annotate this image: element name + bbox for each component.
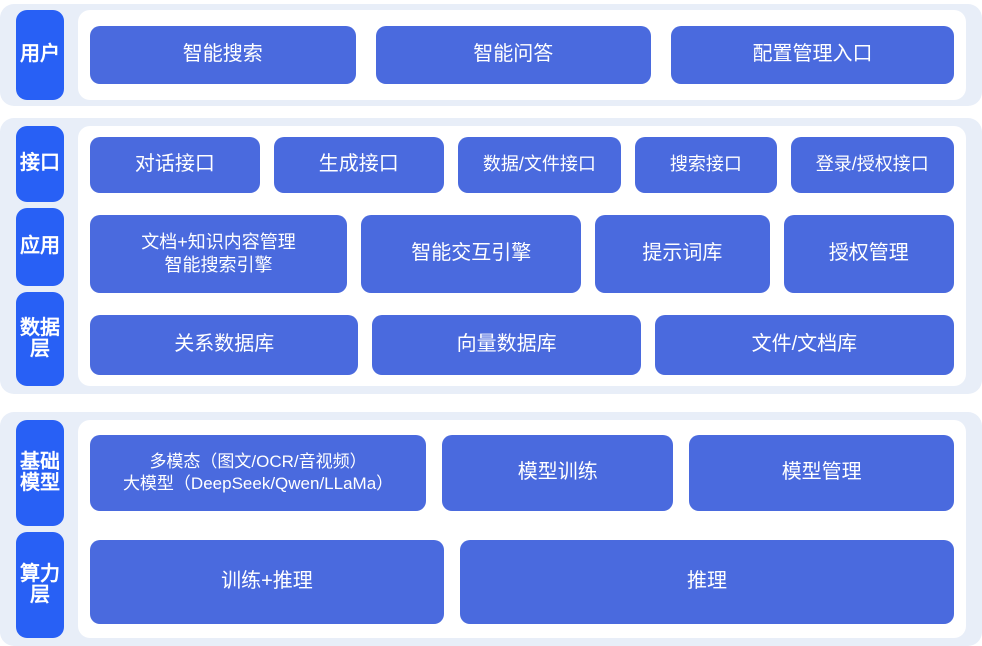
compute-row: 训练+推理 推理 <box>90 539 954 624</box>
section-middle-tab-column: 接口 应用 数据层 <box>16 126 64 386</box>
layer-tab-user[interactable]: 用户 <box>16 10 64 100</box>
data-box-vector-database[interactable]: 向量数据库 <box>372 315 641 375</box>
section-user-tab-column: 用户 <box>16 10 64 100</box>
user-box-config-management-entry[interactable]: 配置管理入口 <box>671 26 954 84</box>
section-middle-panel: 对话接口 生成接口 数据/文件接口 搜索接口 登录/授权接口 文档+知识内容管理… <box>78 126 966 386</box>
interface-row: 对话接口 生成接口 数据/文件接口 搜索接口 登录/授权接口 <box>90 137 955 193</box>
model-box-model-management[interactable]: 模型管理 <box>689 434 954 511</box>
compute-box-inference[interactable]: 推理 <box>459 539 954 624</box>
layer-tab-application[interactable]: 应用 <box>16 208 64 286</box>
section-user-panel: 智能搜索 智能问答 配置管理入口 <box>78 10 966 100</box>
interface-box-login-auth-api[interactable]: 登录/授权接口 <box>790 137 955 193</box>
application-box-doc-knowledge-management[interactable]: 文档+知识内容管理 智能搜索引擎 <box>90 215 348 293</box>
user-box-smart-qa[interactable]: 智能问答 <box>375 26 652 84</box>
layer-tab-data[interactable]: 数据层 <box>16 292 64 386</box>
layer-tab-interface[interactable]: 接口 <box>16 126 64 202</box>
application-box-prompt-library[interactable]: 提示词库 <box>595 215 770 293</box>
compute-box-training-inference[interactable]: 训练+推理 <box>90 539 444 624</box>
data-box-relational-database[interactable]: 关系数据库 <box>90 315 359 375</box>
application-box-smart-interaction-engine[interactable]: 智能交互引擎 <box>361 215 582 293</box>
interface-box-dialog-api[interactable]: 对话接口 <box>90 137 260 193</box>
interface-box-data-file-api[interactable]: 数据/文件接口 <box>457 137 622 193</box>
application-box-authorization-management[interactable]: 授权管理 <box>783 215 954 293</box>
model-box-multimodal-large-model[interactable]: 多模态（图文/OCR/音视频） 大模型（DeepSeek/Qwen/LLaMa） <box>90 434 427 511</box>
data-box-file-document-store[interactable]: 文件/文档库 <box>654 315 954 375</box>
section-infra-tab-column: 基础模型 算力层 <box>16 420 64 638</box>
user-entry-row: 智能搜索 智能问答 配置管理入口 <box>90 26 954 84</box>
interface-box-search-api[interactable]: 搜索接口 <box>635 137 777 193</box>
base-model-row: 多模态（图文/OCR/音视频） 大模型（DeepSeek/Qwen/LLaMa）… <box>90 434 954 511</box>
user-box-smart-search[interactable]: 智能搜索 <box>90 26 356 84</box>
layer-tab-compute[interactable]: 算力层 <box>16 532 64 638</box>
section-infra-panel: 多模态（图文/OCR/音视频） 大模型（DeepSeek/Qwen/LLaMa）… <box>78 420 966 638</box>
interface-box-generation-api[interactable]: 生成接口 <box>273 137 444 193</box>
model-box-model-training[interactable]: 模型训练 <box>442 434 674 511</box>
layer-tab-base-model[interactable]: 基础模型 <box>16 420 64 526</box>
data-row: 关系数据库 向量数据库 文件/文档库 <box>90 315 954 375</box>
application-row: 文档+知识内容管理 智能搜索引擎 智能交互引擎 提示词库 授权管理 <box>90 215 954 293</box>
